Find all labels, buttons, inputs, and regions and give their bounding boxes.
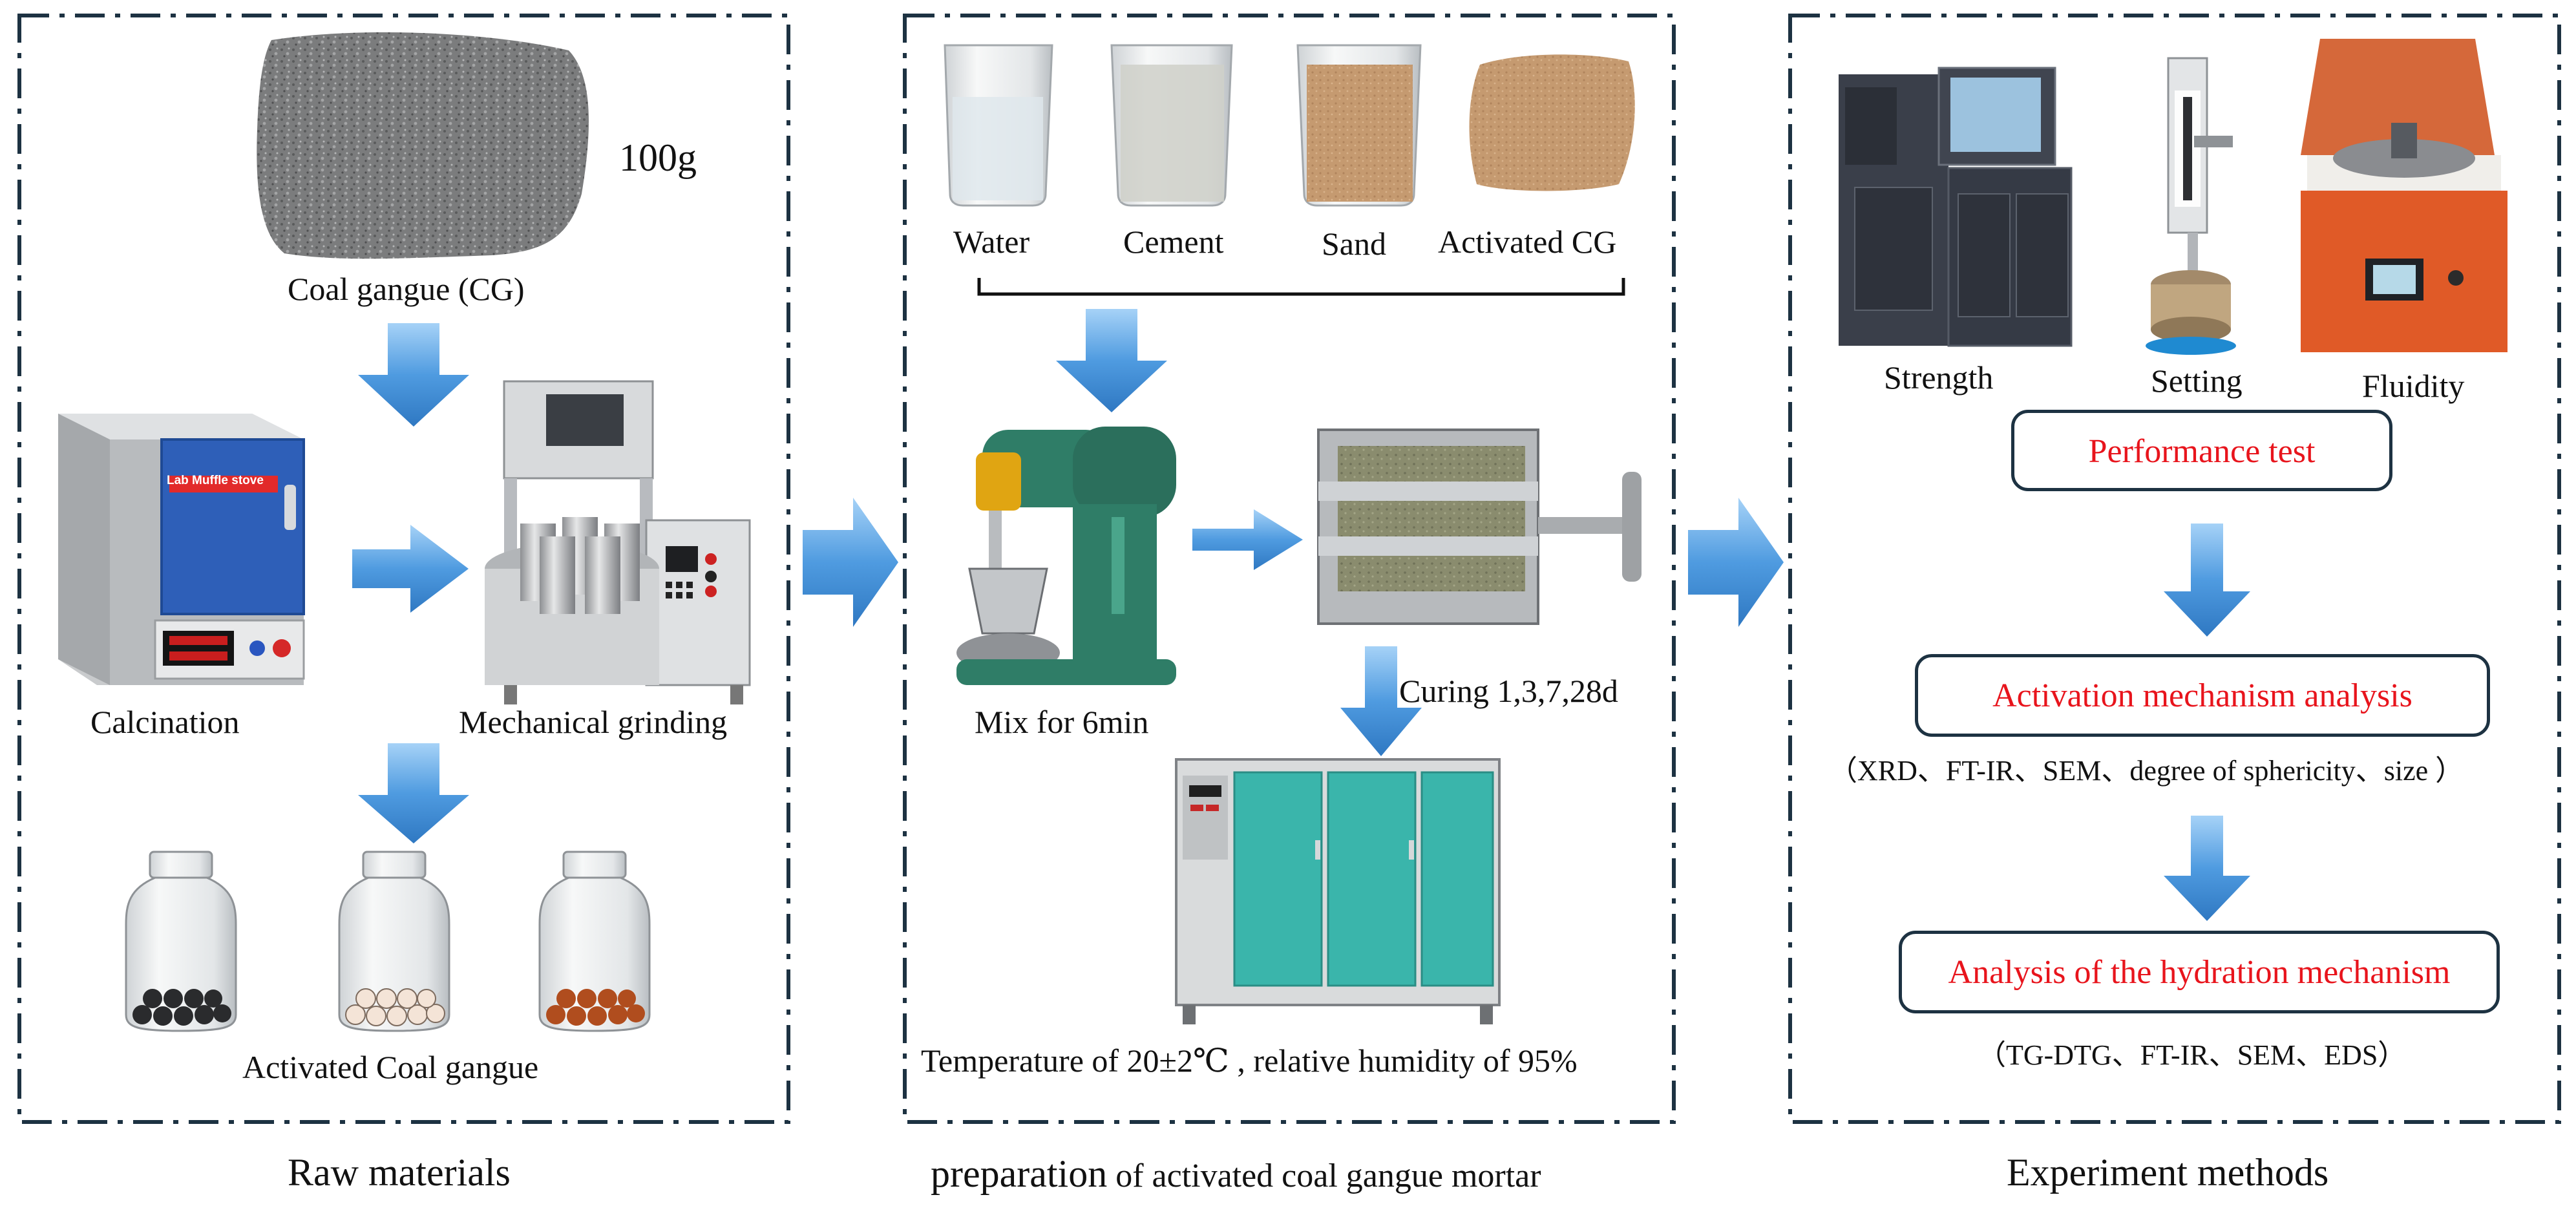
arrow-to-hydration bbox=[2164, 816, 2250, 921]
hydration-analysis-box: Analysis of the hydration mechanism bbox=[1899, 931, 2500, 1013]
section-title-preparation-lead: preparation bbox=[931, 1152, 1108, 1195]
muffle-furnace bbox=[58, 414, 305, 685]
beaker-water bbox=[944, 44, 1053, 207]
mix-duration-label: Mix for 6min bbox=[975, 704, 1149, 740]
mechanical-grinding-label: Mechanical grinding bbox=[459, 704, 728, 740]
experiment-frame bbox=[1788, 14, 2561, 1124]
activated-cg-powder bbox=[1469, 54, 1635, 191]
arrow-to-curing bbox=[1340, 646, 1422, 756]
furnace-sign: Lab Muffle stove bbox=[167, 474, 264, 487]
ingredients-bracket bbox=[977, 278, 1625, 296]
jar-white bbox=[338, 851, 450, 1032]
beaker-sand bbox=[1296, 44, 1422, 207]
section-title-experiment-methods: Experiment methods bbox=[2007, 1151, 2329, 1194]
equipment-strength-label: Strength bbox=[1884, 359, 1994, 396]
jar-black bbox=[125, 851, 237, 1032]
activation-analysis-box: Activation mechanism analysis bbox=[1915, 654, 2490, 737]
activated-coal-gangue-label: Activated Coal gangue bbox=[242, 1049, 539, 1085]
hydration-analysis-label: Analysis of the hydration mechanism bbox=[1948, 954, 2451, 991]
coal-gangue-label: Coal gangue (CG) bbox=[288, 271, 525, 307]
section-arrow-1 bbox=[803, 498, 898, 627]
raw-materials-frame bbox=[17, 14, 790, 1124]
arrow-rock-to-furnace bbox=[358, 323, 469, 427]
activation-methods-label: （XRD、FT-IR、SEM、degree of sphericity、size… bbox=[1829, 755, 2464, 787]
strength-tester bbox=[1839, 67, 2073, 347]
arrow-mixer-to-mould bbox=[1192, 509, 1303, 570]
ingredient-activated-cg-label: Activated CG bbox=[1438, 224, 1617, 260]
curing-cabinet bbox=[1175, 758, 1501, 1024]
curing-ages-label: Curing 1,3,7,28d bbox=[1399, 673, 1618, 709]
arrow-to-mixer bbox=[1056, 309, 1167, 412]
section-title-raw-materials: Raw materials bbox=[288, 1151, 511, 1194]
ingredient-sand-label: Sand bbox=[1322, 226, 1386, 262]
ball-mill bbox=[485, 380, 751, 704]
arrow-furnace-to-grinder bbox=[352, 525, 469, 613]
section-title-preparation: preparation of activated coal gangue mor… bbox=[931, 1152, 1541, 1196]
jar-brown bbox=[538, 851, 651, 1032]
section-arrow-2 bbox=[1688, 498, 1784, 627]
activation-analysis-label: Activation mechanism analysis bbox=[1992, 677, 2412, 714]
coal-gangue-rock bbox=[257, 32, 589, 259]
fluidity-tester bbox=[2301, 39, 2507, 352]
sample-mass-label: 100g bbox=[619, 136, 697, 179]
triple-mould bbox=[1317, 428, 1642, 625]
ingredient-cement-label: Cement bbox=[1123, 224, 1224, 260]
arrow-to-jars bbox=[358, 743, 469, 843]
equipment-fluidity-label: Fluidity bbox=[2362, 368, 2465, 404]
arrow-to-activation bbox=[2164, 524, 2250, 637]
performance-test-box: Performance test bbox=[2011, 410, 2392, 491]
curing-conditions-label: Temperature of 20±2℃ , relative humidity… bbox=[921, 1042, 1578, 1079]
section-title-preparation-rest: of activated coal gangue mortar bbox=[1107, 1158, 1541, 1194]
beaker-cement bbox=[1110, 44, 1233, 207]
performance-test-label: Performance test bbox=[2088, 433, 2316, 470]
ingredient-water-label: Water bbox=[953, 224, 1030, 260]
setting-tester bbox=[2146, 57, 2236, 355]
preparation-frame bbox=[903, 14, 1676, 1124]
equipment-setting-label: Setting bbox=[2151, 363, 2243, 399]
hydration-methods-label: （TG-DTG、FT-IR、SEM、EDS） bbox=[1978, 1039, 2407, 1071]
calcination-label: Calcination bbox=[90, 704, 240, 740]
mortar-mixer bbox=[956, 427, 1176, 685]
